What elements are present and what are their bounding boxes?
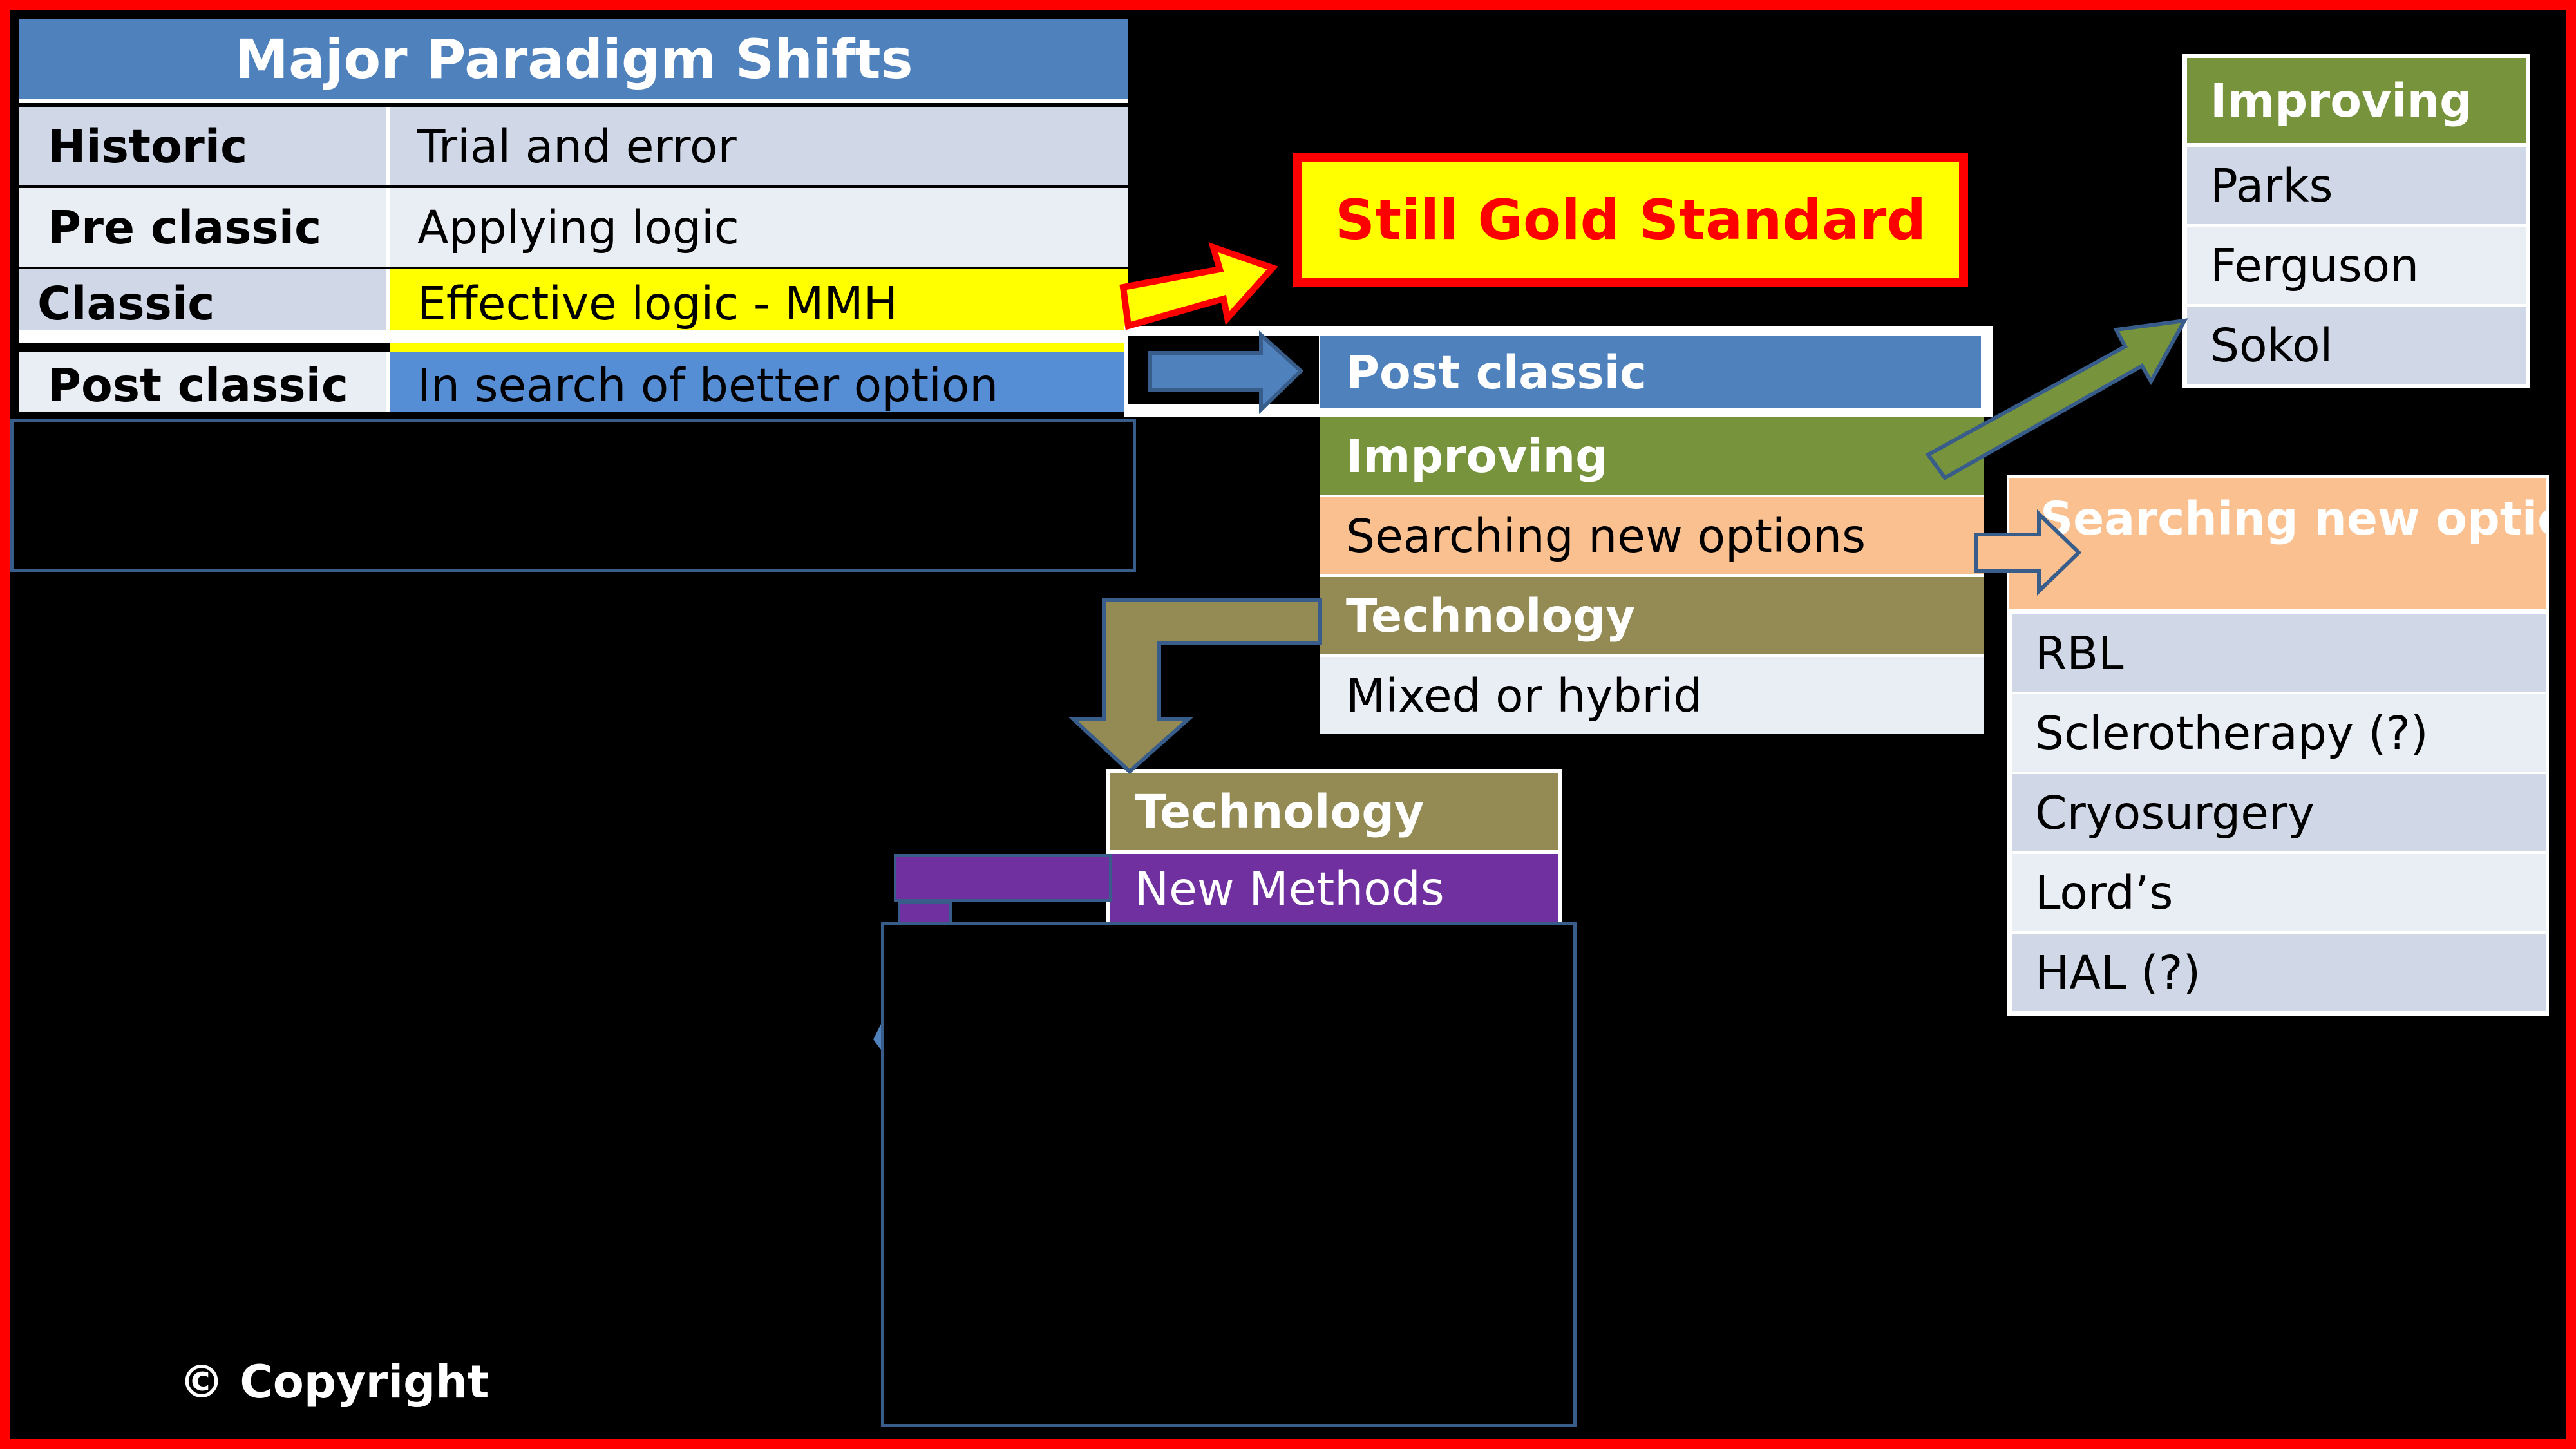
paradigm-row-era: Pre classic <box>19 188 390 267</box>
purple-connector <box>894 854 1112 902</box>
improving-row: Parks <box>2187 147 2526 224</box>
paradigm-row-era: Historic <box>19 107 390 185</box>
searching-row: HAL (?) <box>2012 934 2546 1011</box>
post-classic-row: Searching new options <box>1320 495 1984 574</box>
improving-row: Sokol <box>2187 307 2526 384</box>
paradigm-row-approach: Trial and error <box>390 107 1128 185</box>
paradigm-row-era: Classic <box>19 269 390 330</box>
searching-row: RBL <box>2012 614 2546 692</box>
arrow-right-icon <box>1119 242 1278 330</box>
paradigm-table-title: Major Paradigm Shifts <box>19 19 1128 103</box>
searching-row: Sclerotherapy (?) <box>2012 694 2546 772</box>
searching-row: Cryosurgery <box>2012 774 2546 851</box>
empty-content-box <box>881 922 1577 1427</box>
paradigm-row-approach: In search of better option <box>390 352 1128 412</box>
post-classic-row: Improving <box>1320 417 1984 495</box>
gold-standard-box: Still Gold Standard <box>1293 153 1968 287</box>
paradigm-table: Major Paradigm Shifts Historic Trial and… <box>19 19 1128 412</box>
arrow-tip-icon <box>873 1024 881 1050</box>
technology-title: Technology <box>1110 773 1558 850</box>
post-classic-row: Technology <box>1320 574 1984 654</box>
paradigm-row-approach: Effective logic - MMH <box>390 269 1128 330</box>
improving-row: Ferguson <box>2187 227 2526 304</box>
paradigm-row-era: Post classic <box>19 352 390 412</box>
technology-row: New Methods <box>1110 854 1558 923</box>
arrows-layer <box>873 242 2188 1050</box>
empty-callout-box <box>10 419 1136 572</box>
row-divider <box>390 343 1128 352</box>
post-classic-row: Mixed or hybrid <box>1320 654 1984 734</box>
arrow-right-icon <box>1148 330 1304 415</box>
arrow-down-icon <box>1068 598 1322 775</box>
improving-title: Improving <box>2187 58 2526 143</box>
searching-title: Searching new options <box>2009 478 2546 609</box>
paradigm-row-approach: Applying logic <box>390 188 1128 267</box>
searching-row: Lord’s <box>2012 854 2546 931</box>
arrow-up-right-icon <box>1925 318 2188 480</box>
post-classic-title: Post classic <box>1320 336 1981 408</box>
copyright-label: © Copyright <box>179 1356 489 1408</box>
row-divider <box>19 330 1128 343</box>
arrow-right-icon <box>1974 509 2082 596</box>
